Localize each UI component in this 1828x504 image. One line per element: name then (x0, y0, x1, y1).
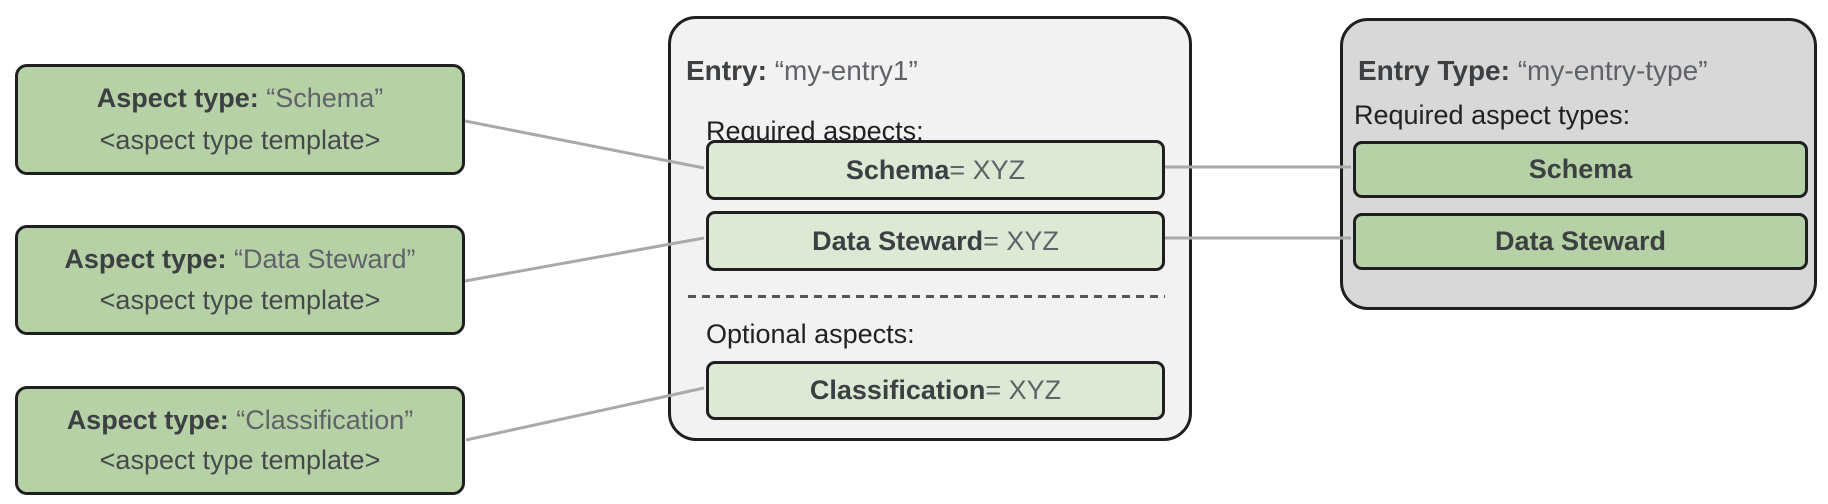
entry-title-label: Entry: (686, 55, 767, 86)
entry-type-box: Entry Type: “my-entry-type” Required asp… (1340, 18, 1817, 310)
required-aspect-types-label: Required aspect types: (1354, 100, 1631, 130)
entry-title: Entry: “my-entry1” (686, 55, 918, 87)
entry-aspect-data-steward: Data Steward = XYZ (706, 211, 1165, 271)
aspect-type-title: Aspect type: “Data Steward” (64, 244, 415, 275)
aspect-type-template: <aspect type template> (99, 285, 381, 315)
optional-aspects-label: Optional aspects: (706, 319, 915, 349)
entry-aspect-value: = XYZ (985, 375, 1062, 405)
entry-type-aspect-data-steward: Data Steward (1353, 213, 1808, 270)
aspect-type-title: Aspect type: “Classification” (67, 405, 414, 436)
aspect-type-box-classification: Aspect type: “Classification” <aspect ty… (15, 386, 465, 495)
entry-aspect-value: = XYZ (983, 225, 1059, 256)
aspect-type-title-label: Aspect type: (96, 83, 259, 114)
entry-aspect-name: Classification (809, 375, 986, 405)
entry-aspect-value: = XYZ (949, 154, 1026, 185)
aspect-type-title-label: Aspect type: (66, 404, 229, 435)
aspect-type-title: Aspect type: “Schema” (97, 83, 384, 114)
aspect-type-box-data-steward: Aspect type: “Data Steward” <aspect type… (15, 225, 465, 335)
aspect-type-template: <aspect type template> (99, 445, 381, 476)
aspect-type-title-label: Aspect type: (64, 244, 227, 274)
entry-aspect-classification: Classification = XYZ (706, 361, 1165, 420)
entry-title-value: “my-entry1” (774, 55, 918, 86)
entry-type-aspect-name: Data Steward (1494, 226, 1667, 256)
entry-type-title: Entry Type: “my-entry-type” (1358, 55, 1708, 87)
entry-type-aspect-name: Schema (1528, 154, 1633, 184)
aspect-type-box-schema: Aspect type: “Schema” <aspect type templ… (15, 64, 465, 175)
aspect-type-title-value: “Schema” (266, 83, 384, 114)
aspect-type-title-value: “Classification” (236, 404, 414, 435)
entry-aspect-name: Data Steward (812, 225, 984, 256)
aspect-type-title-value: “Data Steward” (233, 244, 416, 274)
entry-type-aspect-schema: Schema (1353, 141, 1808, 198)
entry-type-title-value: “my-entry-type” (1517, 55, 1708, 86)
entry-aspect-schema: Schema = XYZ (706, 140, 1165, 200)
entry-type-title-label: Entry Type: (1358, 55, 1510, 86)
required-optional-divider (688, 295, 1165, 298)
aspect-type-template: <aspect type template> (99, 124, 381, 155)
entry-box: Entry: “my-entry1” Required aspects: Sch… (668, 16, 1192, 441)
entry-aspect-name: Schema (845, 154, 950, 185)
